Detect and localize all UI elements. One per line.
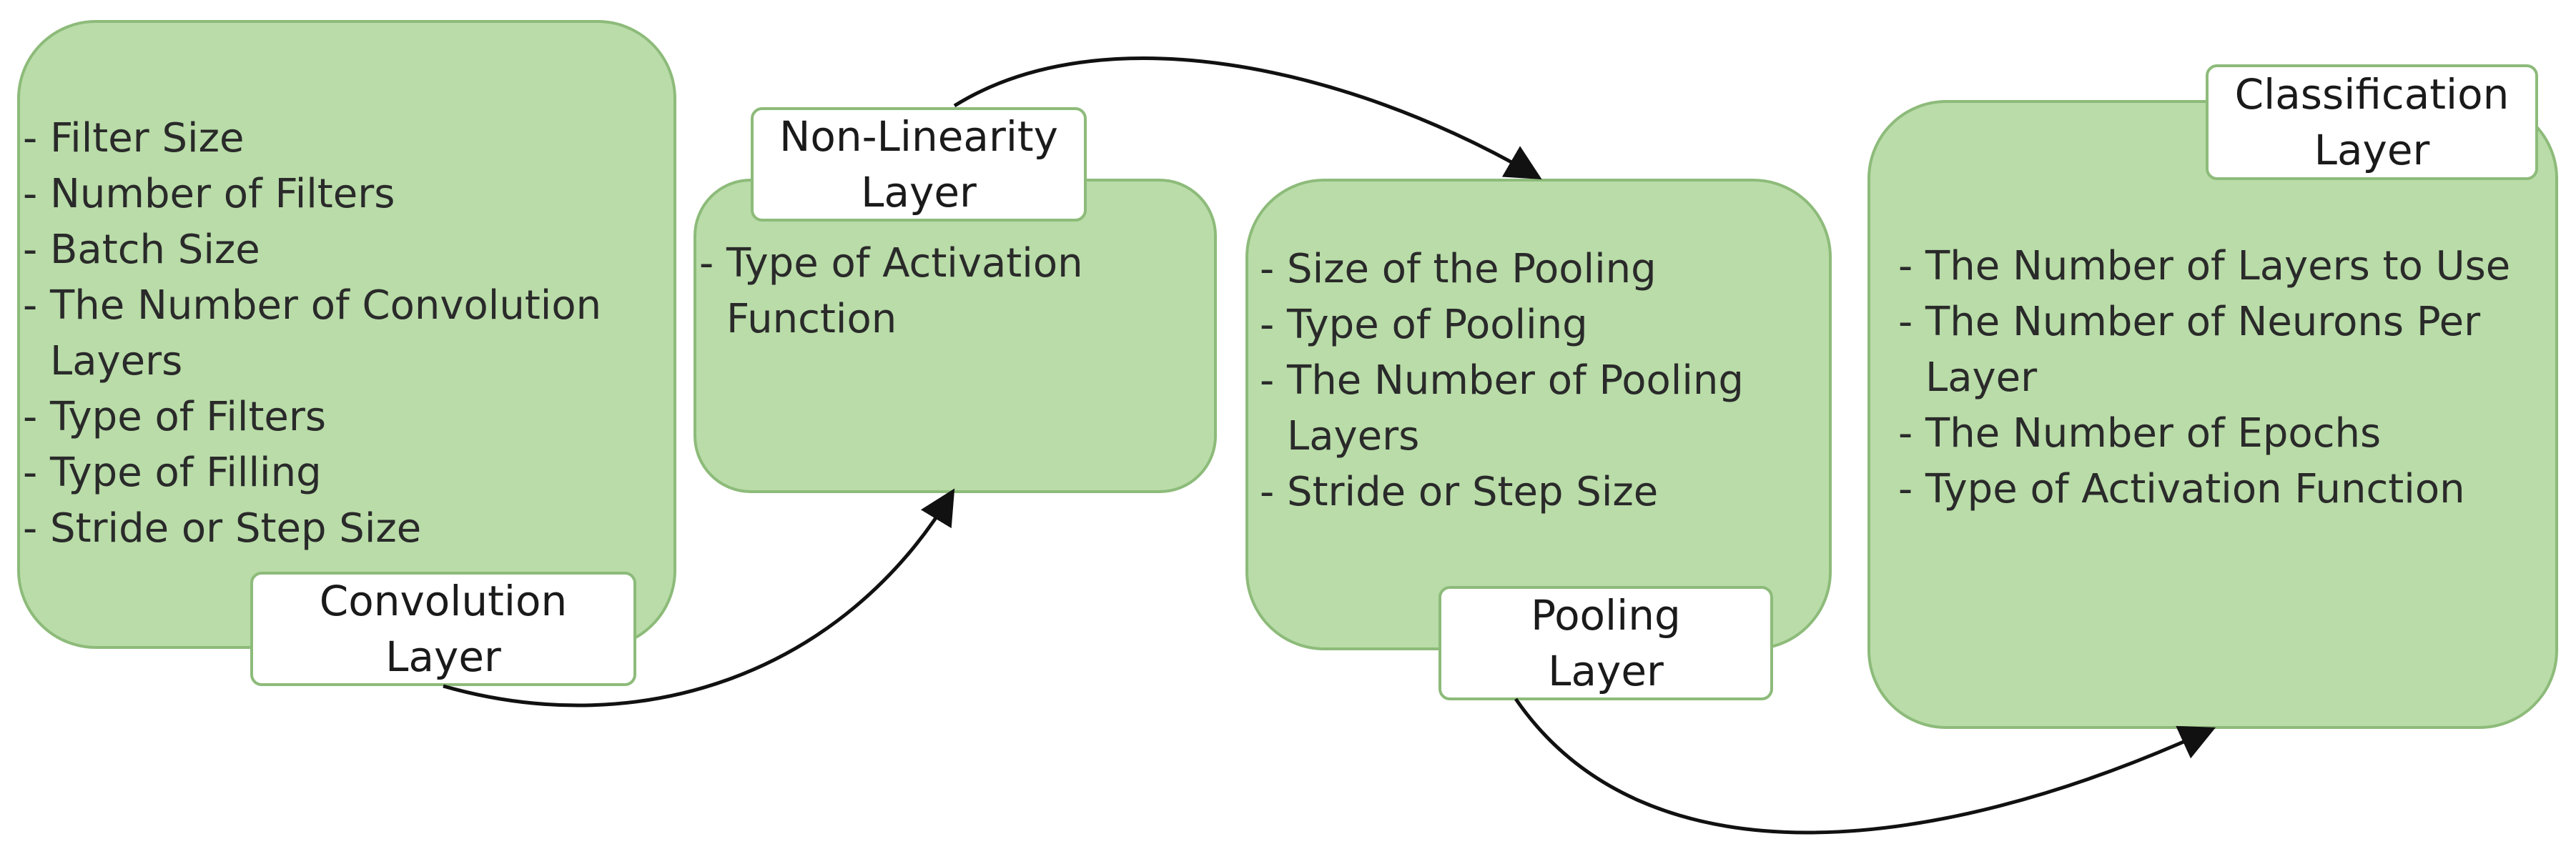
param-item: Type of Activation Function bbox=[1898, 462, 2542, 517]
classification-params-list: The Number of Layers to Use The Number o… bbox=[1898, 239, 2542, 517]
pooling-params-list: Size of the Pooling Type of Pooling The … bbox=[1260, 242, 1803, 520]
label-line: Layer bbox=[2314, 126, 2430, 174]
param-item: Batch Size bbox=[23, 222, 652, 278]
param-item: Type of Filters bbox=[23, 389, 652, 445]
param-item: Number of Filters bbox=[23, 167, 652, 222]
param-item: The Number of Neurons Per Layer bbox=[1898, 294, 2542, 406]
classification-layer-label: Classification Layer bbox=[2206, 64, 2538, 180]
arrow-pooling-to-classification bbox=[1514, 697, 2216, 835]
param-item: The Number of Pooling Layers bbox=[1260, 353, 1803, 465]
label-line: Convolution bbox=[319, 577, 568, 625]
label-line: Classification bbox=[2234, 70, 2510, 119]
arrow-convolution-to-nonlinearity bbox=[443, 488, 955, 707]
param-item: Type of Pooling bbox=[1260, 297, 1803, 353]
arrow-nonlinearity-to-pooling bbox=[953, 56, 1542, 180]
param-item: Size of the Pooling bbox=[1260, 242, 1803, 297]
convolution-layer-label: Convolution Layer bbox=[250, 572, 636, 686]
param-item: Type of Activation Function bbox=[699, 236, 1143, 347]
param-item: Stride or Step Size bbox=[23, 501, 652, 557]
label-line: Non-Linearity bbox=[779, 112, 1058, 161]
non-linearity-params-list: Type of Activation Function bbox=[699, 236, 1143, 347]
param-item: Type of Filling bbox=[23, 445, 652, 501]
label-line: Pooling bbox=[1531, 591, 1681, 640]
param-item: Stride or Step Size bbox=[1260, 465, 1803, 520]
label-line: Layer bbox=[861, 168, 977, 217]
param-item: The Number of Convolution Layers bbox=[23, 278, 652, 389]
pooling-layer-label: Pooling Layer bbox=[1438, 586, 1773, 700]
label-line: Layer bbox=[1548, 647, 1664, 695]
param-item: Filter Size bbox=[23, 111, 652, 167]
param-item: The Number of Layers to Use bbox=[1898, 239, 2542, 294]
label-line: Layer bbox=[385, 632, 501, 681]
non-linearity-layer-label: Non-Linearity Layer bbox=[751, 107, 1087, 222]
param-item: The Number of Epochs bbox=[1898, 406, 2542, 462]
convolution-params-list: Filter Size Number of Filters Batch Size… bbox=[23, 111, 652, 557]
